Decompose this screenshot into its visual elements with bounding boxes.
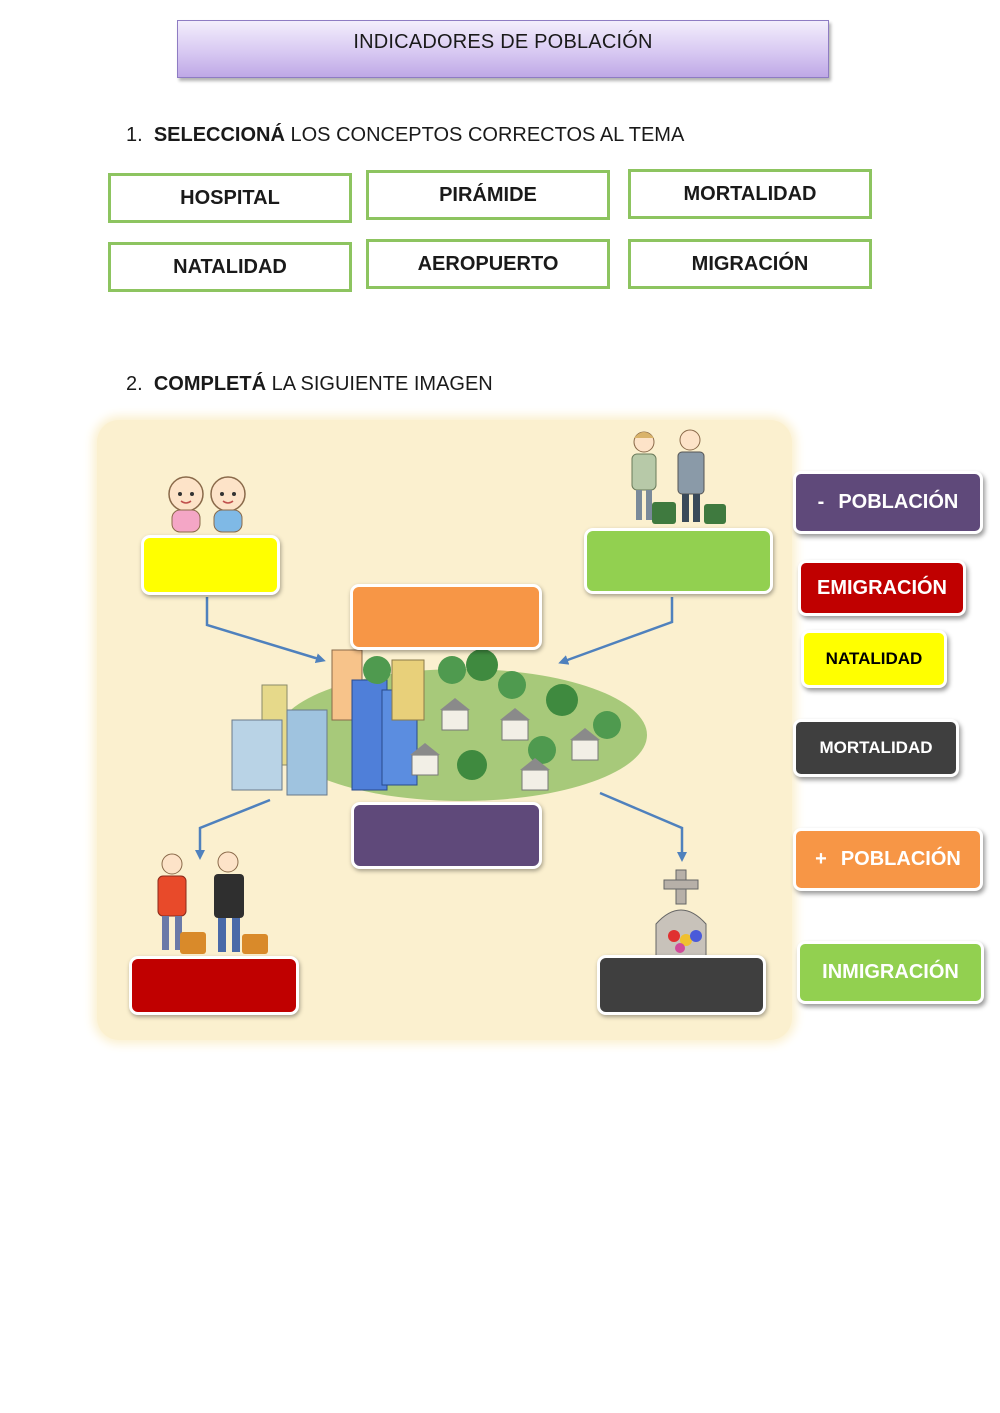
question-1-instruction: 1. SELECCIONÁ LOS CONCEPTOS CORRECTOS AL… <box>126 124 684 147</box>
drop-zone-emigracion[interactable] <box>129 956 299 1015</box>
question-2-verb: COMPLETÁ <box>153 373 267 395</box>
question-1-text: LOS CONCEPTOS CORRECTOS AL TEMA <box>284 124 685 146</box>
babies-illustration <box>168 476 246 533</box>
drop-zone-natalidad[interactable] <box>141 535 280 595</box>
tile-label: MORTALIDAD <box>819 738 933 757</box>
tile-mortalidad[interactable]: MORTALIDAD <box>793 719 959 777</box>
tile-sign: - <box>817 491 825 513</box>
question-2-number: 2. <box>126 373 143 395</box>
option-label: NATALIDAD <box>173 255 287 278</box>
question-1-number: 1. <box>126 124 143 146</box>
tile-label: POBLACIÓN <box>840 848 961 870</box>
tile-inmigracion[interactable]: INMIGRACIÓN <box>797 941 984 1004</box>
question-2-text: LA SIGUIENTE IMAGEN <box>266 373 493 395</box>
tile-sign: + <box>815 848 827 870</box>
drop-zone-menos-poblacion[interactable] <box>351 802 542 869</box>
grave-illustration <box>655 869 707 957</box>
option-label: HOSPITAL <box>180 186 280 209</box>
drop-zone-inmigracion[interactable] <box>584 528 773 594</box>
tile-label: EMIGRACIÓN <box>817 576 947 599</box>
tile-label: NATALIDAD <box>825 649 923 668</box>
option-hospital[interactable]: HOSPITAL <box>108 173 352 223</box>
option-label: PIRÁMIDE <box>439 183 537 206</box>
worksheet-title: INDICADORES DE POBLACIÓN <box>177 20 829 78</box>
drop-zone-mas-poblacion[interactable] <box>350 584 542 650</box>
question-1-verb: SELECCIONÁ <box>153 124 285 146</box>
tile-emigracion[interactable]: EMIGRACIÓN <box>798 560 966 616</box>
option-migracion[interactable]: MIGRACIÓN <box>628 239 872 289</box>
option-label: MIGRACIÓN <box>691 252 809 275</box>
title-text: INDICADORES DE POBLACIÓN <box>353 31 653 53</box>
option-label: MORTALIDAD <box>683 182 817 205</box>
option-mortalidad[interactable]: MORTALIDAD <box>628 169 872 219</box>
city-illustration <box>231 649 647 801</box>
immigrants-illustration <box>631 429 726 524</box>
option-label: AEROPUERTO <box>417 252 559 275</box>
option-piramide[interactable]: PIRÁMIDE <box>366 170 610 220</box>
option-aeropuerto[interactable]: AEROPUERTO <box>366 239 610 289</box>
drop-zone-mortalidad[interactable] <box>597 955 766 1015</box>
tile-label: POBLACIÓN <box>838 491 959 513</box>
tile-natalidad[interactable]: NATALIDAD <box>801 630 947 688</box>
tile-menos-poblacion[interactable]: -POBLACIÓN <box>793 471 983 534</box>
option-natalidad[interactable]: NATALIDAD <box>108 242 352 292</box>
tile-mas-poblacion[interactable]: + POBLACIÓN <box>793 828 983 891</box>
emigrants-illustration <box>157 851 268 954</box>
tile-label: INMIGRACIÓN <box>822 961 959 983</box>
question-2-instruction: 2. COMPLETÁ LA SIGUIENTE IMAGEN <box>126 373 493 396</box>
